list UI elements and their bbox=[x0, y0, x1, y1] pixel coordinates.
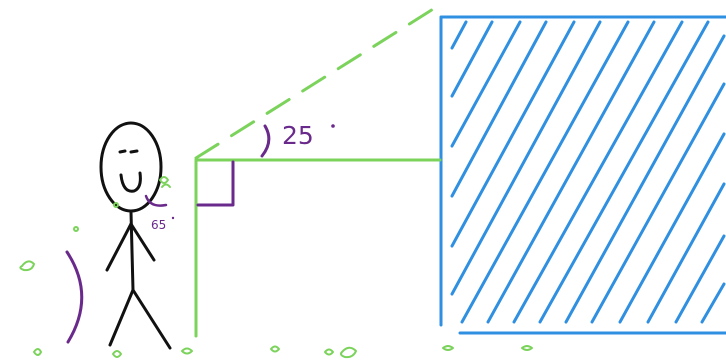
green-scribbles bbox=[19, 176, 533, 359]
sight-lines bbox=[194, 4, 442, 338]
right-angle-marker bbox=[196, 160, 235, 207]
figure-angle-arc bbox=[144, 194, 168, 207]
figure-left-arm bbox=[105, 222, 133, 272]
building-hatching bbox=[450, 20, 726, 324]
figure-left-eye bbox=[118, 149, 127, 154]
scribble-pebble-5 bbox=[324, 348, 334, 356]
figure-right-arm bbox=[129, 222, 156, 262]
scribble-pebble-6 bbox=[340, 346, 357, 359]
scribble-dot-left bbox=[73, 226, 79, 232]
dashed-hypotenuse bbox=[194, 4, 440, 160]
scribble-pebble-8 bbox=[521, 345, 533, 351]
figure-degree-mark bbox=[171, 216, 175, 220]
scribble-pebble-2 bbox=[112, 350, 122, 358]
figure-left-leg bbox=[108, 288, 135, 347]
figure-right-leg bbox=[131, 288, 172, 350]
elevation-degree-mark bbox=[331, 124, 335, 128]
height-arc bbox=[65, 250, 84, 344]
scribble-pebble-left bbox=[19, 260, 35, 272]
scribble-pebble-4 bbox=[270, 345, 280, 353]
scribble-eye-1 bbox=[159, 176, 169, 184]
figure-angle-label: 65 bbox=[151, 218, 166, 232]
building bbox=[439, 15, 726, 335]
scribble-pebble-3 bbox=[181, 347, 193, 355]
figure-right-eye bbox=[129, 149, 139, 154]
scribble-pebble-1 bbox=[33, 348, 42, 356]
figure-head bbox=[99, 121, 163, 213]
building-outline bbox=[439, 15, 726, 335]
elevation-angle-label: 25 bbox=[282, 121, 314, 150]
scribble-dot-shoulder bbox=[113, 202, 119, 208]
figure-smile bbox=[119, 171, 142, 193]
stick-figure bbox=[99, 121, 172, 350]
scribble-eye-2 bbox=[161, 183, 171, 188]
scribble-pebble-7 bbox=[442, 345, 454, 351]
elevation-angle-arc bbox=[260, 124, 271, 158]
